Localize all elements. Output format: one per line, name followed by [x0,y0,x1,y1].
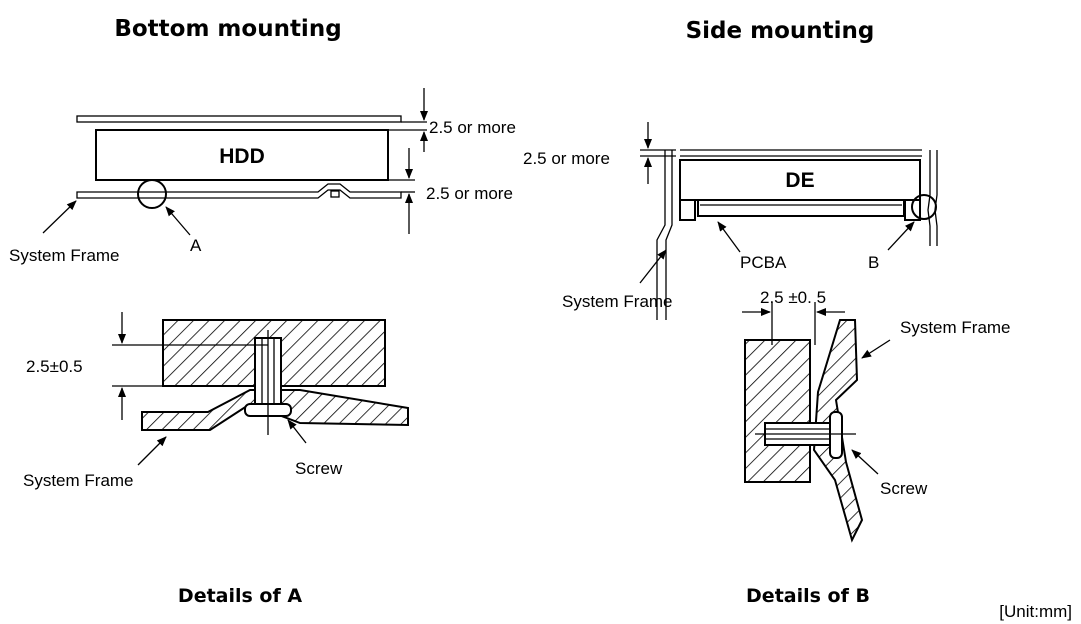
detail-b-caption: Details of B [746,585,870,607]
marker-b-label: B [868,253,879,272]
pcba-board [697,199,905,217]
detail-b-screw-label: Screw [880,479,928,498]
detail-b-dimension-label: 2.5 ±0. 5 [760,288,826,307]
detail-a-dimension-label: 2.5±0.5 [26,357,83,376]
side-mounting-title: Side mounting [686,18,875,44]
detail-b-drawing: 2.5 ±0. 5 System Frame Screw [742,288,1011,543]
detail-b-frame-label: System Frame [900,318,1011,337]
side-frame-left-outer [656,150,666,320]
pcba-label: PCBA [740,253,787,272]
marker-a-label: A [190,236,202,255]
detail-a-screw-label: Screw [295,459,343,478]
top-frame-plate [76,115,402,123]
hdd-body [95,129,389,181]
detail-b-screw-head [829,411,843,459]
side-frame-left-inner [665,150,673,320]
side-frame-right-outer [934,150,938,246]
detail-a-drawing: 2.5±0.5 System Frame Screw [23,312,409,490]
detail-a-frame-label: System Frame [23,471,134,490]
detail-a-marker-circle [137,179,167,209]
detail-b-de-section [744,339,811,483]
detail-a-caption: Details of A [178,585,302,607]
bottom-frame-label: System Frame [9,246,120,265]
bottom-clearance-label: 2.5 or more [426,184,513,203]
de-label: DE [785,169,814,192]
side-frame-label: System Frame [562,292,673,311]
bottom-frame-plate [76,183,402,199]
top-clearance-label: 2.5 or more [429,118,516,137]
left-foot [679,200,696,221]
side-clearance-label: 2.5 or more [523,149,610,168]
frame-boss [330,190,340,198]
side-frame-right-inner [927,150,931,246]
bottom-mounting-title: Bottom mounting [114,16,341,42]
side-mounting-view: DE 2.5 or more System Frame PCBA B [523,122,938,320]
unit-label: [Unit:mm] [999,602,1072,621]
hdd-label: HDD [219,145,265,168]
detail-b-marker-circle [911,194,937,220]
bottom-mounting-view: HDD 2.5 or more 2.5 or more System Frame… [9,88,516,265]
